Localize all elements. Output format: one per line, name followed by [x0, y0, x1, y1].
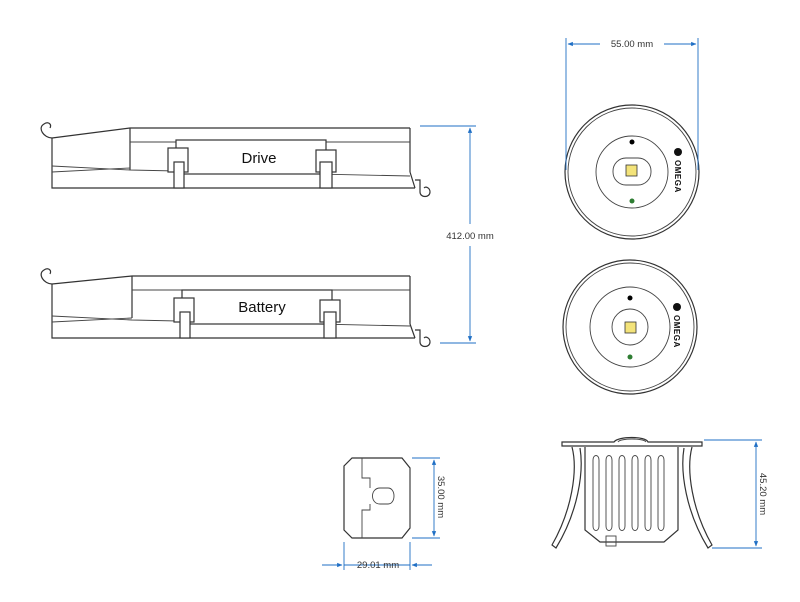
brand-name-2: OMEGA — [672, 315, 681, 348]
battery-label: Battery — [238, 299, 286, 316]
drive-clip-left — [167, 147, 189, 189]
led-icon — [625, 164, 638, 177]
indicator-green-icon — [629, 198, 635, 204]
cutout-width-text: 29.01 mm — [357, 560, 399, 571]
indicator-green-icon — [627, 354, 633, 360]
head-front-view-top: OMEGA — [564, 104, 700, 240]
length-dimension-text: 412.00 mm — [446, 231, 494, 242]
indicator-black-icon — [629, 139, 635, 145]
cutout-height-dimension: 35.00 mm — [412, 457, 446, 539]
head-side-view — [551, 436, 713, 549]
cutout-view — [343, 457, 411, 539]
battery-clip-right — [319, 299, 341, 339]
length-dimension: 412.00 mm — [420, 125, 494, 344]
brand-name: OMEGA — [673, 160, 682, 193]
cutout-width-dimension: 29.01 mm — [322, 542, 432, 571]
drive-module: Drive — [40, 122, 431, 198]
body-height-dimension: 45.20 mm — [704, 439, 768, 549]
omega-logo-icon — [673, 303, 681, 311]
led-icon — [624, 321, 637, 334]
diameter-dimension: 55.00 mm — [565, 38, 699, 170]
indicator-black-icon — [627, 295, 633, 301]
body-height-text: 45.20 mm — [757, 473, 768, 515]
battery-module: Battery — [40, 268, 431, 348]
diameter-dimension-text: 55.00 mm — [611, 39, 653, 50]
cutout-height-text: 35.00 mm — [435, 476, 446, 518]
drive-clip-right — [315, 149, 337, 189]
head-front-view-bottom: OMEGA — [562, 259, 698, 395]
omega-logo-icon — [674, 148, 682, 156]
battery-clip-left — [173, 297, 195, 339]
drive-label: Drive — [241, 150, 276, 167]
